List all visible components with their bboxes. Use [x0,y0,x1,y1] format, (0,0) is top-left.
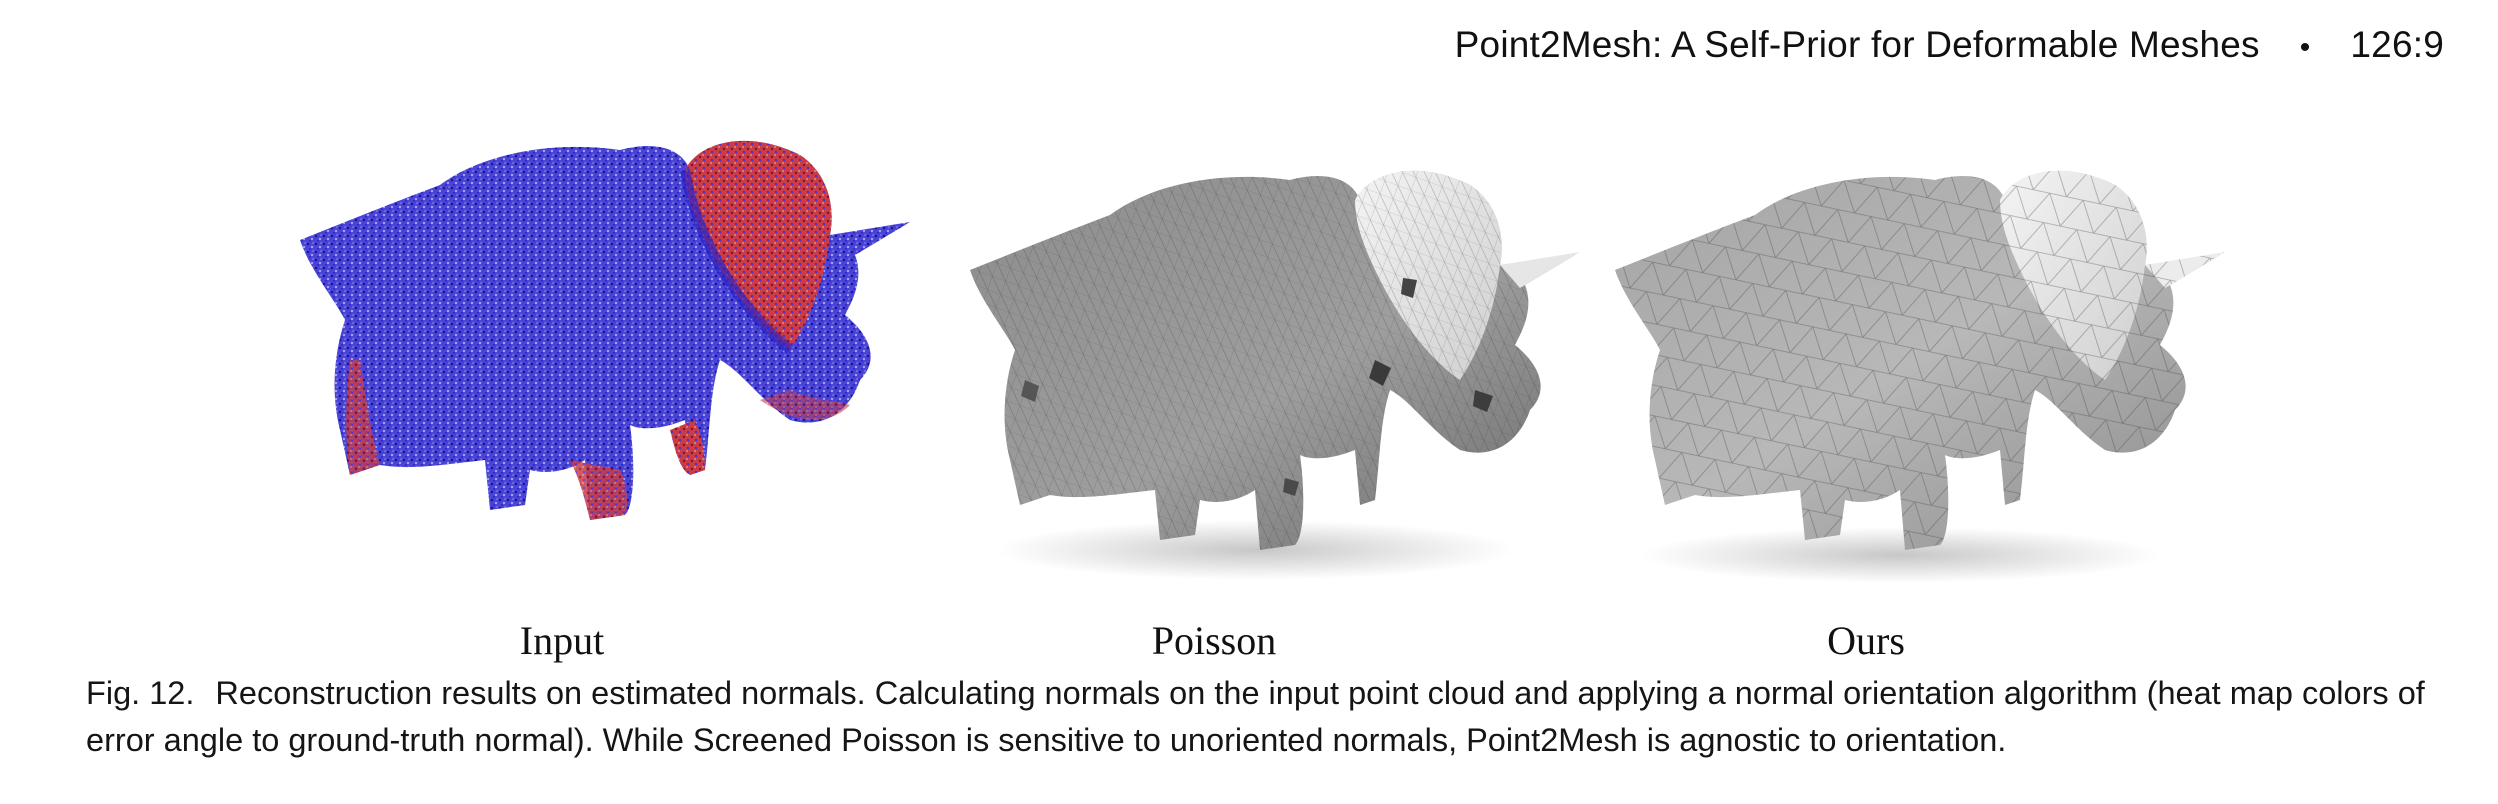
panel-ours-image [1600,130,2240,600]
panel-label-input: Input [519,618,605,663]
figure-caption: Fig. 12. Reconstruction results on estim… [86,670,2456,764]
triceratops-point2mesh-mesh [1615,170,2225,583]
header-bullet: • [2299,31,2311,64]
figure-12 [0,130,2498,600]
triceratops-point-cloud [300,140,910,521]
running-title: Point2Mesh: A Self-Prior for Deformable … [1454,24,2260,65]
running-header: Point2Mesh: A Self-Prior for Deformable … [1455,24,2444,66]
figure-number: Fig. 12. [86,675,195,711]
caption-text: Reconstruction results on estimated norm… [86,675,2425,758]
page-number: 126:9 [2350,24,2444,65]
panel-input-image [290,130,930,550]
triceratops-poisson-mesh [970,170,1580,580]
panel-label-poisson: Poisson [1151,618,1277,663]
panel-poisson-image [955,130,1595,600]
panel-label-ours: Ours [1827,618,1905,663]
